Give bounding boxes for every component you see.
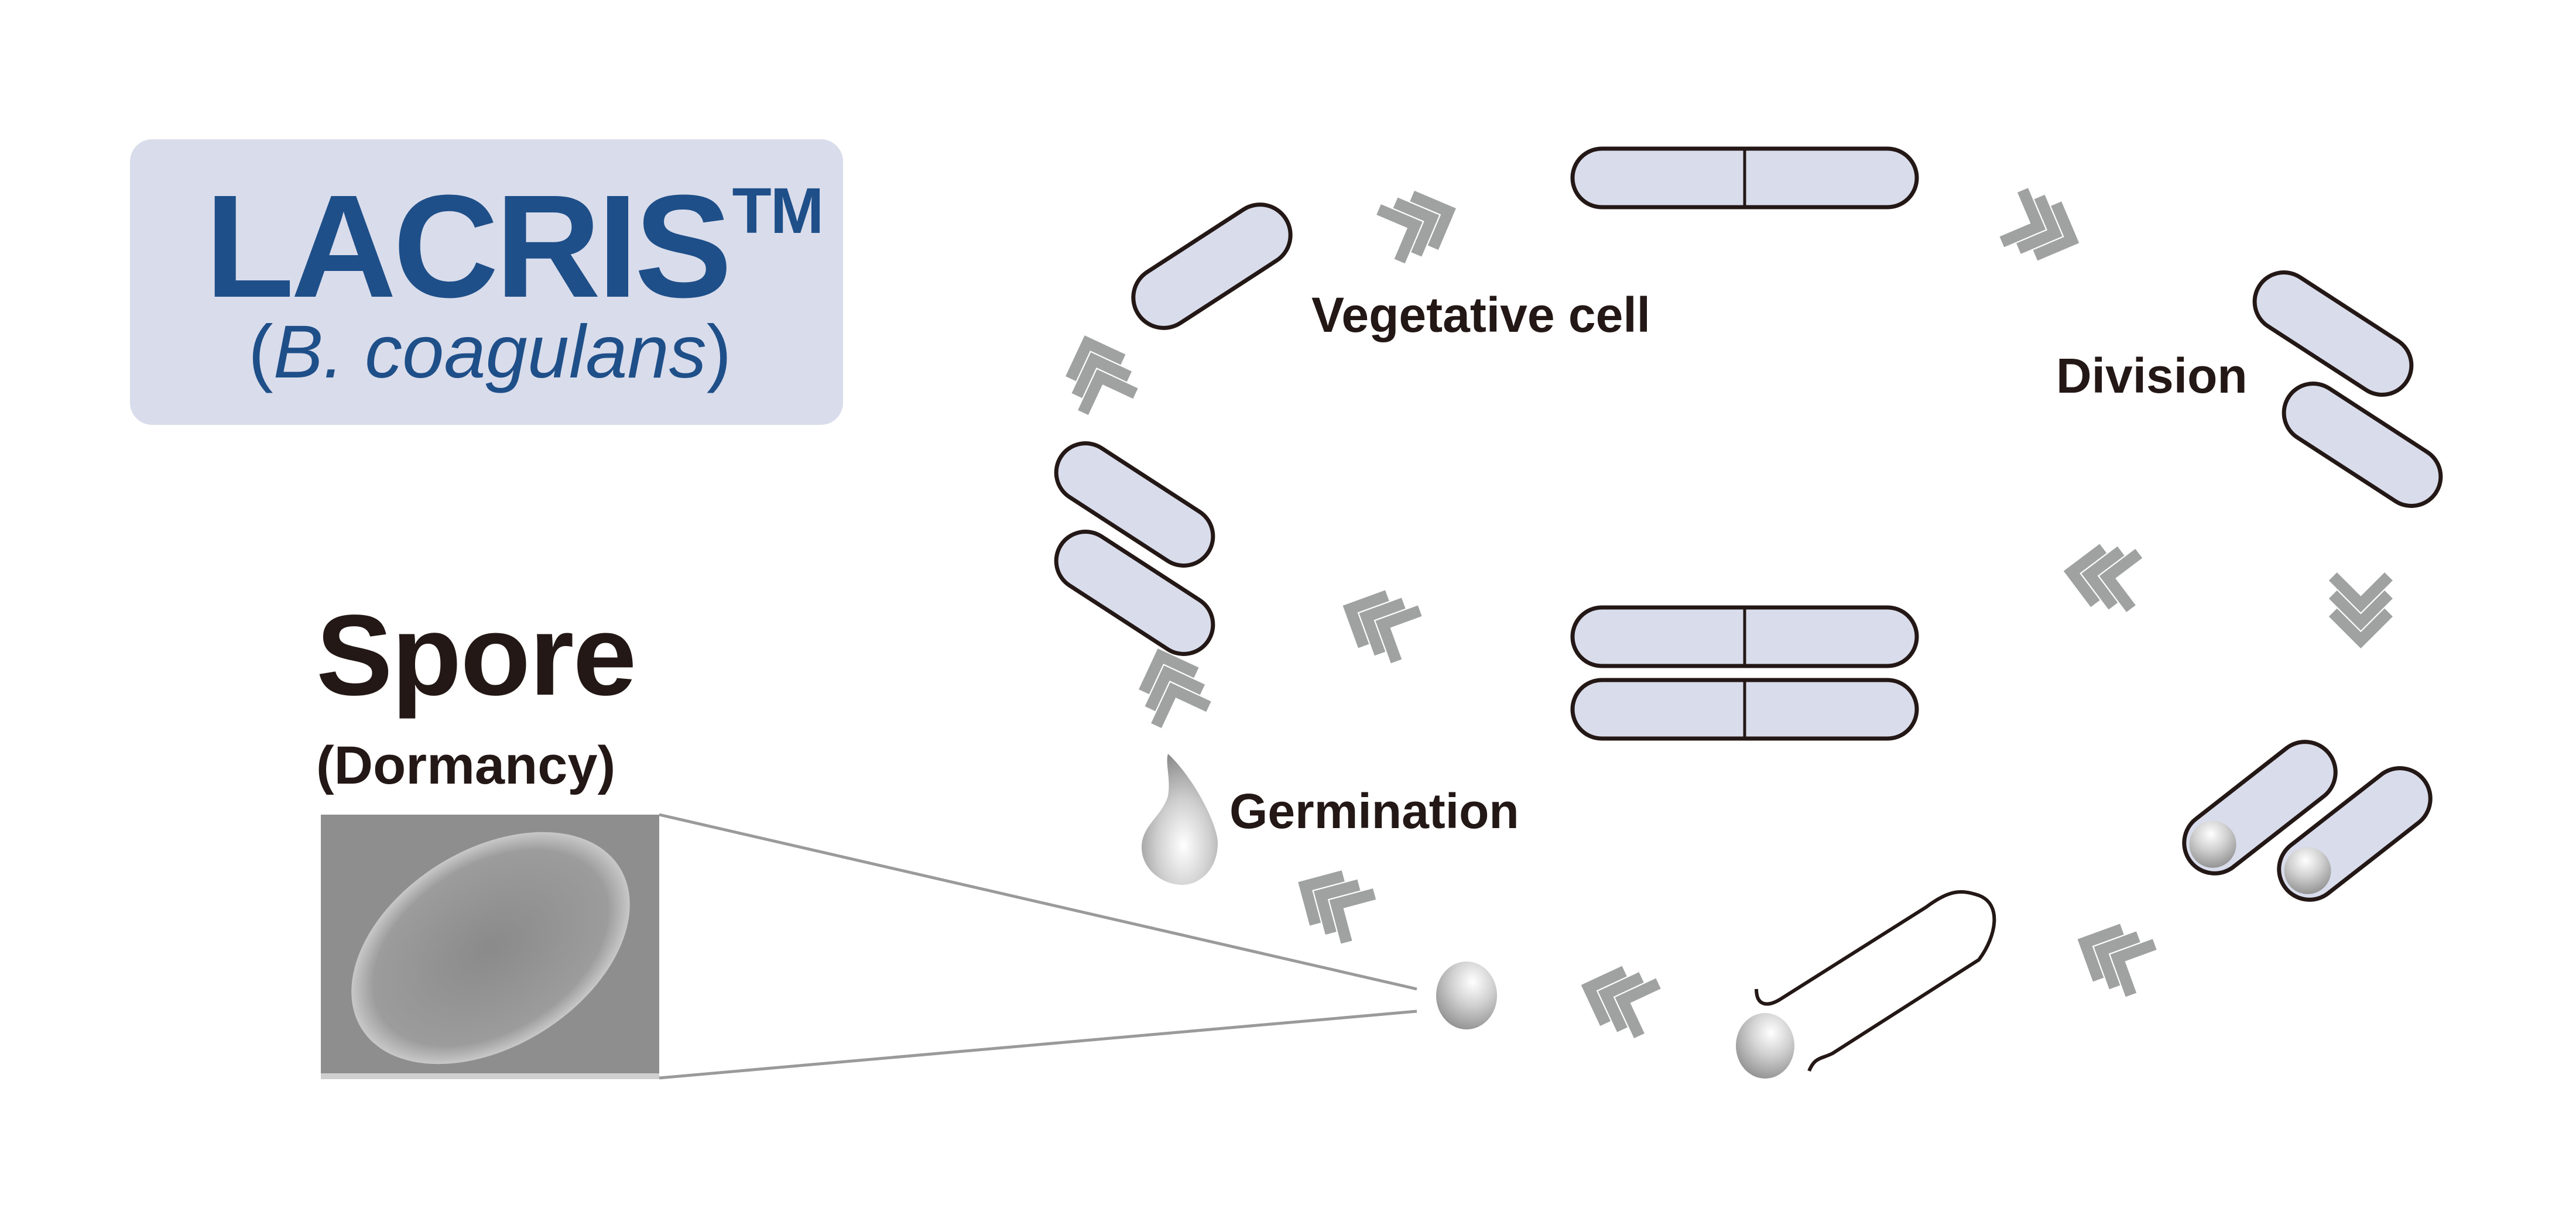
species-open-paren: ( — [248, 310, 273, 394]
zoom-line-bottom — [659, 1010, 1417, 1080]
sporulating-cell-2 — [2277, 766, 2433, 902]
species-name: B. coagulans — [273, 310, 707, 394]
arrow-vegetative-to-elongation — [1379, 186, 1459, 261]
spore-title: Spore — [316, 591, 636, 719]
sporulating-cell-1 — [2182, 740, 2338, 875]
arrow-inner-right — [2068, 545, 2139, 609]
arrow-division-to-sporulation — [2333, 576, 2389, 640]
lysing-cell — [1736, 890, 1996, 1079]
arrow-spore-to-germination — [1291, 862, 1374, 942]
arrow-release-to-spore — [1579, 962, 1658, 1036]
division-cell-lower — [2282, 382, 2443, 508]
brand-species: (B. coagulans) — [130, 315, 843, 390]
arrow-elongation-to-division — [2002, 190, 2082, 266]
division-cell-upper — [2252, 270, 2414, 397]
arrow-divided-to-germinated — [1338, 584, 1420, 661]
dividing-cell-top — [1570, 146, 1919, 210]
germinated-cell-upper — [1054, 441, 1215, 568]
free-spore — [1436, 962, 1497, 1029]
divided-cell-pair-upper — [1570, 605, 1919, 668]
label-vegetative-cell: Vegetative cell — [1311, 287, 1651, 342]
spore-subtitle: (Dormancy) — [316, 736, 616, 795]
spore-micrograph — [321, 815, 659, 1079]
brand-box: LACRISTM (B. coagulans) — [130, 139, 843, 425]
germinating-spore — [1142, 754, 1218, 885]
brand-name: LACRIS — [205, 164, 732, 328]
vegetative-cell — [1131, 202, 1293, 330]
divided-cell-pair-lower — [1570, 678, 1919, 741]
trademark-mark: TM — [732, 175, 824, 247]
arrow-sporulation-to-release — [2073, 918, 2154, 995]
germinated-cell-lower — [1054, 530, 1215, 656]
label-germination: Germination — [1229, 784, 1519, 839]
label-division: Division — [2056, 348, 2248, 403]
species-close-paren: ) — [706, 310, 732, 394]
arrow-pair-to-vegetative — [1061, 334, 1136, 413]
arrow-germination-to-pair — [1135, 647, 1209, 726]
brand-title: LACRISTM — [130, 173, 843, 320]
zoom-line-top — [659, 813, 1417, 991]
